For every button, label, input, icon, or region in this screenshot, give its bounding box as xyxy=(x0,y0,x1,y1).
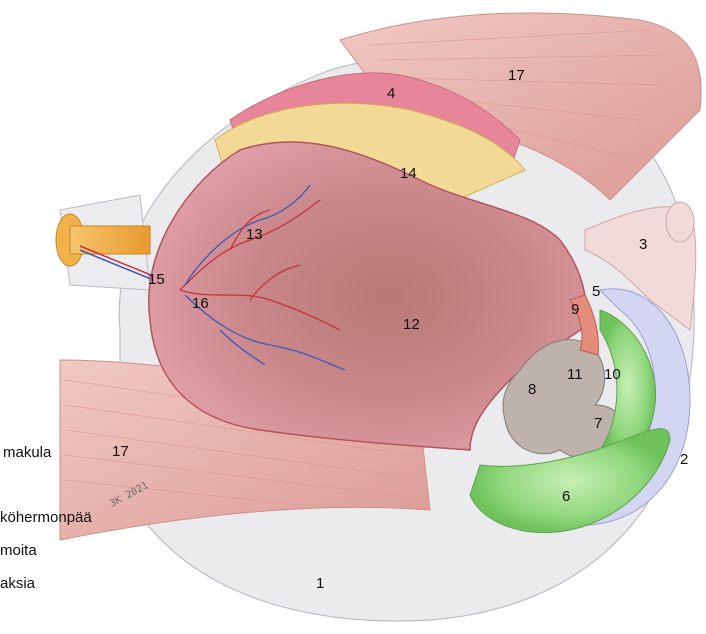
label-4: 4 xyxy=(387,86,395,101)
tendon-end xyxy=(666,202,694,242)
label-8: 8 xyxy=(528,382,536,397)
label-16: 16 xyxy=(192,296,209,311)
label-12: 12 xyxy=(403,317,420,332)
label-5: 5 xyxy=(592,284,600,299)
label-3: 3 xyxy=(639,237,647,252)
label-6: 6 xyxy=(562,489,570,504)
legend-fragment-makula: makula xyxy=(3,445,51,460)
label-13: 13 xyxy=(246,227,263,242)
label-2: 2 xyxy=(680,452,688,467)
legend-fragment-aksia: aksia xyxy=(0,576,35,591)
label-1: 1 xyxy=(316,576,324,591)
label-15: 15 xyxy=(148,272,165,287)
label-10: 10 xyxy=(604,367,621,382)
legend-fragment-moita: moita xyxy=(0,543,37,558)
optic-nerve-core xyxy=(70,226,150,254)
label-9: 9 xyxy=(571,302,579,317)
label-17-top: 17 xyxy=(508,68,525,83)
label-11: 11 xyxy=(567,367,583,382)
label-7: 7 xyxy=(594,416,602,431)
label-17-bottom: 17 xyxy=(112,444,129,459)
legend-fragment-nakohermonpaa: köhermonpää xyxy=(0,510,92,525)
label-14: 14 xyxy=(400,166,417,181)
